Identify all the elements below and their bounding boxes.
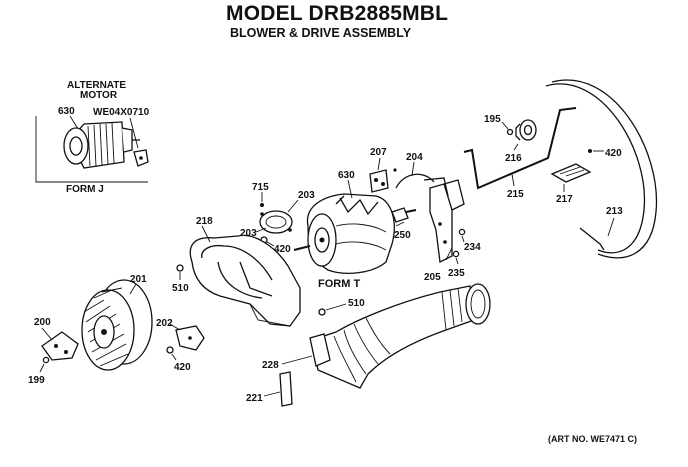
pulley-250: 250 — [394, 221, 411, 241]
leader-221 — [263, 391, 281, 397]
idler-pulley-216: 216 — [505, 119, 537, 164]
leader-203-a — [287, 199, 299, 213]
page-subtitle: BLOWER & DRIVE ASSEMBLY — [230, 26, 412, 40]
leader-420-mid — [266, 241, 275, 247]
duct-seal-221: 221 — [246, 371, 293, 407]
label-420-top: 420 — [605, 148, 622, 159]
label-420-mid: 420 — [274, 244, 291, 255]
leader-216 — [513, 143, 519, 151]
leader-235 — [455, 257, 459, 265]
label-221: 221 — [246, 393, 263, 404]
label-234: 234 — [464, 242, 481, 253]
inset-form-label: FORM J — [66, 184, 104, 195]
screw-235: 235 — [448, 250, 465, 279]
label-205: 205 — [424, 272, 441, 283]
inset-frame — [35, 116, 148, 183]
leader-218 — [201, 225, 211, 243]
leader-201 — [129, 283, 137, 295]
screw-199: 199 — [28, 356, 50, 386]
leader-204 — [411, 161, 415, 177]
label-510-b: 510 — [348, 298, 365, 309]
bearing-bracket-200: 200 — [34, 317, 79, 361]
screw-715: 715 — [252, 182, 269, 207]
alternate-motor — [63, 121, 140, 169]
leader-213 — [607, 217, 615, 237]
label-203-b: 203 — [240, 228, 257, 239]
leader-202 — [169, 323, 181, 331]
label-213: 213 — [606, 206, 623, 217]
screw-420-top: 420 — [588, 148, 622, 159]
leader-207 — [377, 157, 381, 171]
leader-250 — [395, 221, 405, 227]
label-207: 207 — [370, 147, 387, 158]
leader-205 — [445, 247, 453, 261]
screw-195: 195 — [484, 114, 514, 136]
screw-510-a: 510 — [172, 264, 189, 294]
label-part-number: WE04X0710 — [93, 107, 150, 118]
idler-arm-215: 215 — [463, 107, 577, 200]
label-630: 630 — [338, 170, 355, 181]
inset-title-line2: MOTOR — [80, 90, 118, 101]
inset-title-line1: ALTERNATE — [67, 80, 126, 91]
screw-234: 234 — [458, 228, 481, 253]
leader-510-b — [325, 303, 347, 311]
motor-clamp-ring-203: 203 203 — [240, 190, 315, 239]
screw-510-b: 510 — [318, 298, 365, 316]
label-203-a: 203 — [298, 190, 315, 201]
clip-217: 217 — [550, 163, 592, 205]
label-420-low: 420 — [174, 362, 191, 373]
drive-motor-630: 630 FORM T — [293, 170, 417, 290]
leader-215 — [511, 173, 515, 187]
label-217: 217 — [556, 194, 573, 205]
leader-630 — [347, 179, 353, 199]
leader-199 — [39, 363, 45, 373]
art-number: (ART NO. WE7471 C) — [548, 434, 638, 444]
label-195: 195 — [484, 114, 501, 125]
label-228: 228 — [262, 360, 279, 371]
leader-part-number — [129, 117, 139, 149]
label-250: 250 — [394, 230, 411, 241]
switch-207: 207 — [369, 147, 397, 193]
label-202: 202 — [156, 318, 173, 329]
leader-228 — [281, 355, 313, 365]
label-510-a: 510 — [172, 283, 189, 294]
alternate-motor-inset: ALTERNATE MOTOR 630 WE04X0710 — [35, 80, 150, 195]
label-200: 200 — [34, 317, 51, 328]
label-630-alt: 630 — [58, 106, 75, 117]
clip-202: 202 — [156, 318, 205, 351]
leader-203-b — [255, 227, 267, 233]
motor-bracket-205: 205 — [424, 179, 465, 283]
motor-shaft-rear — [405, 209, 417, 213]
label-218: 218 — [196, 216, 213, 227]
motor-shaft-front — [293, 245, 311, 251]
label-216: 216 — [505, 153, 522, 164]
screw-420-low: 420 — [166, 346, 191, 373]
page-title: MODEL DRB2885MBL — [226, 2, 449, 25]
form-t-label: FORM T — [318, 278, 360, 290]
drum-belt-arc-213: 213 — [545, 79, 658, 259]
label-199: 199 — [28, 375, 45, 386]
label-715: 715 — [252, 182, 269, 193]
label-204: 204 — [406, 152, 423, 163]
label-201: 201 — [130, 274, 147, 285]
leader-420-low — [171, 353, 177, 361]
alternate-motor-clip — [133, 149, 149, 167]
exhaust-duct-228: 228 — [262, 283, 491, 389]
blower-housing-218: 218 — [189, 216, 301, 327]
label-215: 215 — [507, 189, 524, 200]
blower-wheel-201: 201 — [81, 274, 153, 371]
label-235: 235 — [448, 268, 465, 279]
leader-234 — [461, 235, 465, 243]
leader-200 — [41, 327, 53, 341]
leader-195 — [501, 121, 509, 130]
